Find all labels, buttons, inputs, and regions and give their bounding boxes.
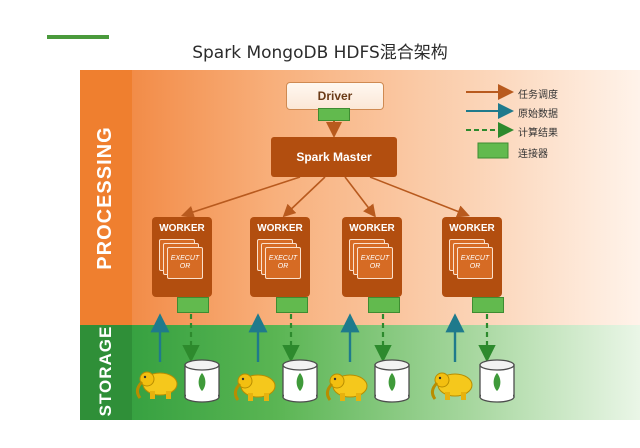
spark-master-node: Spark Master: [271, 137, 397, 177]
executor-label-line1: EXECUT: [460, 255, 490, 262]
master-to-worker-1-arrow: [180, 176, 301, 219]
title-accent-rule: [47, 35, 109, 39]
executor-label-line2: OR: [179, 263, 191, 270]
worker-label: WORKER: [159, 223, 205, 234]
hadoop-elephant-icon: [233, 372, 277, 403]
diagram-title: Spark MongoDB HDFS混合架构: [192, 43, 448, 63]
executor-label-line1: EXECUT: [268, 255, 298, 262]
legend-connector-label: 连接器: [518, 149, 548, 160]
storage-side-bar: [80, 325, 132, 420]
master-to-worker-2-arrow: [282, 176, 326, 218]
worker-4-connector: [472, 297, 504, 313]
master-to-worker-4-arrow: [369, 176, 470, 218]
master-to-worker-3-arrow: [344, 176, 376, 218]
legend-connector-swatch: [477, 142, 509, 159]
worker-label: WORKER: [257, 223, 303, 234]
executor-label-line2: OR: [277, 263, 289, 270]
mongodb-database-icon: [282, 359, 318, 403]
legend-raw-data-label: 原始数据: [518, 109, 558, 120]
executor-label-line1: EXECUT: [170, 255, 200, 262]
storage-layer: [80, 325, 640, 420]
legend-result-label: 计算结果: [518, 128, 558, 139]
worker-label: WORKER: [349, 223, 395, 234]
executor-label-line2: OR: [469, 263, 481, 270]
driver-label: Driver: [317, 89, 353, 103]
worker-label: WORKER: [449, 223, 495, 234]
worker-1-connector: [177, 297, 209, 313]
driver-node: Driver: [286, 82, 384, 110]
spark-master-label: Spark Master: [296, 150, 372, 164]
processing-side-bar: [80, 70, 132, 325]
worker-3-connector: [368, 297, 400, 313]
hadoop-elephant-icon: [325, 372, 369, 403]
executor-label-line1: EXECUT: [360, 255, 390, 262]
driver-connector: [318, 108, 350, 121]
legend-schedule-label: 任务调度: [518, 90, 558, 101]
hadoop-elephant-icon: [135, 370, 179, 401]
executor-label-line2: OR: [369, 263, 381, 270]
worker-2-connector: [276, 297, 308, 313]
mongodb-database-icon: [184, 359, 220, 403]
mongodb-database-icon: [479, 359, 515, 403]
mongodb-database-icon: [374, 359, 410, 403]
hadoop-elephant-icon: [430, 371, 474, 402]
